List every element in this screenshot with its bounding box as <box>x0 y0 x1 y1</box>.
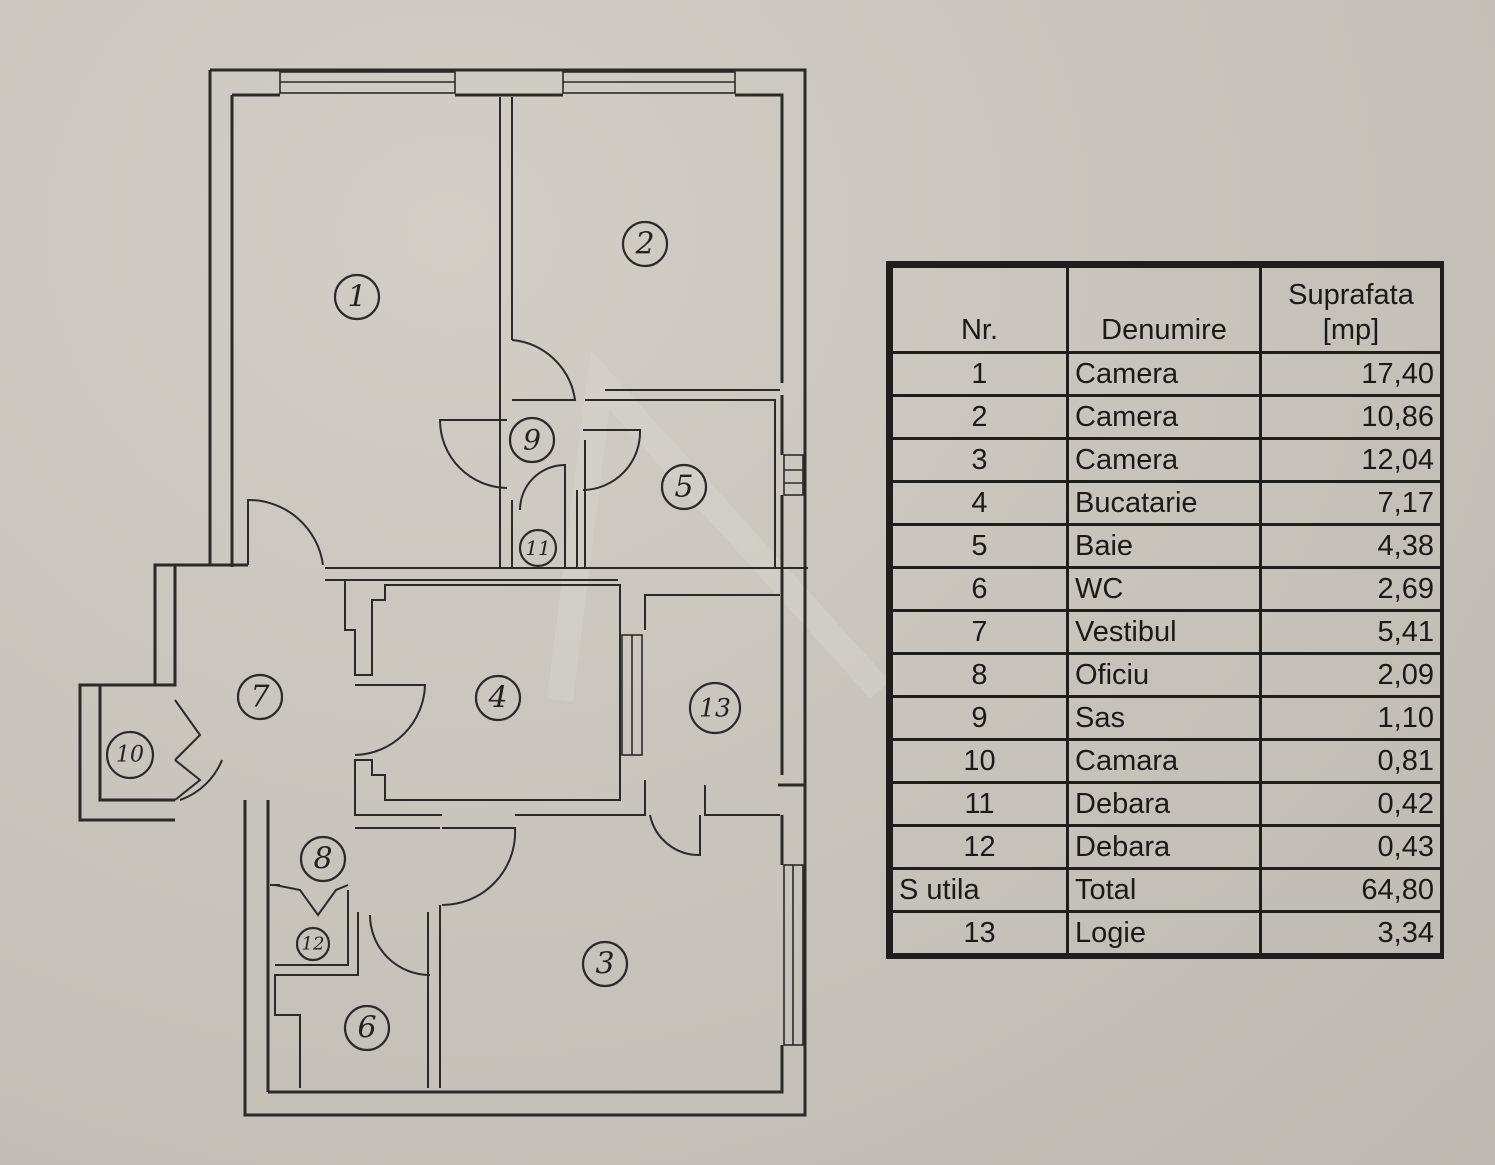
cell-nr: 11 <box>890 781 1069 827</box>
svg-text:3: 3 <box>595 947 614 982</box>
header-area-line2: [mp] <box>1322 314 1380 346</box>
cell-nr: 2 <box>890 394 1069 440</box>
room-label-10: 10 <box>105 730 155 780</box>
svg-text:5: 5 <box>674 470 693 505</box>
cell-name: Camara <box>1066 738 1262 784</box>
room-label-13: 13 <box>688 681 742 735</box>
outer-walls <box>78 68 807 1117</box>
table-row: 9 Sas 1,10 <box>890 695 1443 741</box>
table-row: 5 Baie 4,38 <box>890 523 1443 569</box>
cell-area: 2,09 <box>1259 652 1443 698</box>
table-row: 10 Camara 0,81 <box>890 738 1443 784</box>
table-row-total: S utila Total 64,80 <box>890 867 1443 913</box>
table-row: 11 Debara 0,42 <box>890 781 1443 827</box>
cell-area: 17,40 <box>1259 351 1443 397</box>
table-row: 12 Debara 0,43 <box>890 824 1443 870</box>
svg-text:8: 8 <box>313 842 332 877</box>
cell-extra-area: 3,34 <box>1259 910 1443 956</box>
cell-name: Bucatarie <box>1066 480 1262 526</box>
cell-nr: 5 <box>890 523 1069 569</box>
doors <box>174 339 701 976</box>
table-row: 7 Vestibul 5,41 <box>890 609 1443 655</box>
svg-text:12: 12 <box>302 934 325 955</box>
cell-extra-name: Logie <box>1066 910 1262 956</box>
header-area-line1: Suprafata <box>1288 279 1414 311</box>
cell-nr: 10 <box>890 738 1069 784</box>
area-table: Nr. Denumire Suprafata [mp] 1 Camera 17,… <box>886 261 1444 959</box>
cell-name: Camera <box>1066 394 1262 440</box>
cell-total-name: Total <box>1066 867 1262 913</box>
cell-area: 0,42 <box>1259 781 1443 827</box>
cell-total-area: 64,80 <box>1259 867 1443 913</box>
table-header-row: Nr. Denumire Suprafata [mp] <box>890 265 1443 354</box>
cell-name: Debara <box>1066 781 1262 827</box>
svg-text:4: 4 <box>487 681 507 716</box>
watermark-shape <box>547 350 890 702</box>
header-name: Denumire <box>1066 265 1262 354</box>
room-label-1: 1 <box>333 273 381 321</box>
cell-name: Baie <box>1066 523 1262 569</box>
cell-area: 1,10 <box>1259 695 1443 741</box>
table-row: 3 Camera 12,04 <box>890 437 1443 483</box>
cell-name: Vestibul <box>1066 609 1262 655</box>
cell-nr: 3 <box>890 437 1069 483</box>
cell-area: 4,38 <box>1259 523 1443 569</box>
cell-nr: 7 <box>890 609 1069 655</box>
header-area: Suprafata [mp] <box>1259 265 1443 354</box>
table-row: 4 Bucatarie 7,17 <box>890 480 1443 526</box>
cell-nr: 9 <box>890 695 1069 741</box>
room-label-8: 8 <box>299 835 347 883</box>
cell-total-label: S utila <box>890 867 1069 913</box>
table-row: 2 Camera 10,86 <box>890 394 1443 440</box>
interior-walls <box>270 97 808 1088</box>
cell-area: 12,04 <box>1259 437 1443 483</box>
cell-area: 10,86 <box>1259 394 1443 440</box>
cell-area: 0,81 <box>1259 738 1443 784</box>
table-row: 6 WC 2,69 <box>890 566 1443 612</box>
windows <box>279 71 804 1046</box>
table-body: 1 Camera 17,40 2 Camera 10,86 3 Camera 1… <box>890 351 1443 956</box>
svg-text:10: 10 <box>116 743 144 768</box>
cell-name: Camera <box>1066 437 1262 483</box>
cell-nr: 1 <box>890 351 1069 397</box>
svg-text:2: 2 <box>634 227 654 262</box>
room-label-7: 7 <box>236 673 284 721</box>
cell-area: 2,69 <box>1259 566 1443 612</box>
room-label-11: 11 <box>518 528 558 568</box>
room-label-4: 4 <box>474 674 522 722</box>
room-label-9: 9 <box>508 416 556 464</box>
svg-text:6: 6 <box>357 1011 376 1046</box>
room-label-3: 3 <box>581 940 629 988</box>
table-row: 8 Oficiu 2,09 <box>890 652 1443 698</box>
cell-name: Oficiu <box>1066 652 1262 698</box>
room-label-5: 5 <box>660 463 708 511</box>
cell-nr: 6 <box>890 566 1069 612</box>
svg-text:1: 1 <box>347 280 366 315</box>
cell-nr: 4 <box>890 480 1069 526</box>
room-label-6: 6 <box>343 1004 391 1052</box>
svg-text:11: 11 <box>525 536 550 560</box>
room-label-2: 2 <box>621 220 669 268</box>
table-row-extra: 13 Logie 3,34 <box>890 910 1443 956</box>
room-label-12: 12 <box>295 926 331 962</box>
cell-name: WC <box>1066 566 1262 612</box>
cell-name: Sas <box>1066 695 1262 741</box>
cell-name: Camera <box>1066 351 1262 397</box>
cell-name: Debara <box>1066 824 1262 870</box>
cell-nr: 12 <box>890 824 1069 870</box>
cell-area: 0,43 <box>1259 824 1443 870</box>
svg-text:13: 13 <box>699 694 731 723</box>
cell-area: 5,41 <box>1259 609 1443 655</box>
room-labels: 1 2 3 4 5 6 7 8 9 10 11 12 13 <box>105 220 742 1052</box>
svg-text:9: 9 <box>523 424 541 457</box>
header-nr: Nr. <box>890 265 1069 354</box>
table-row: 1 Camera 17,40 <box>890 351 1443 397</box>
svg-text:7: 7 <box>250 680 270 715</box>
cell-area: 7,17 <box>1259 480 1443 526</box>
cell-extra-nr: 13 <box>890 910 1069 956</box>
area-table-grid: Nr. Denumire Suprafata [mp] 1 Camera 17,… <box>890 265 1443 956</box>
cell-nr: 8 <box>890 652 1069 698</box>
